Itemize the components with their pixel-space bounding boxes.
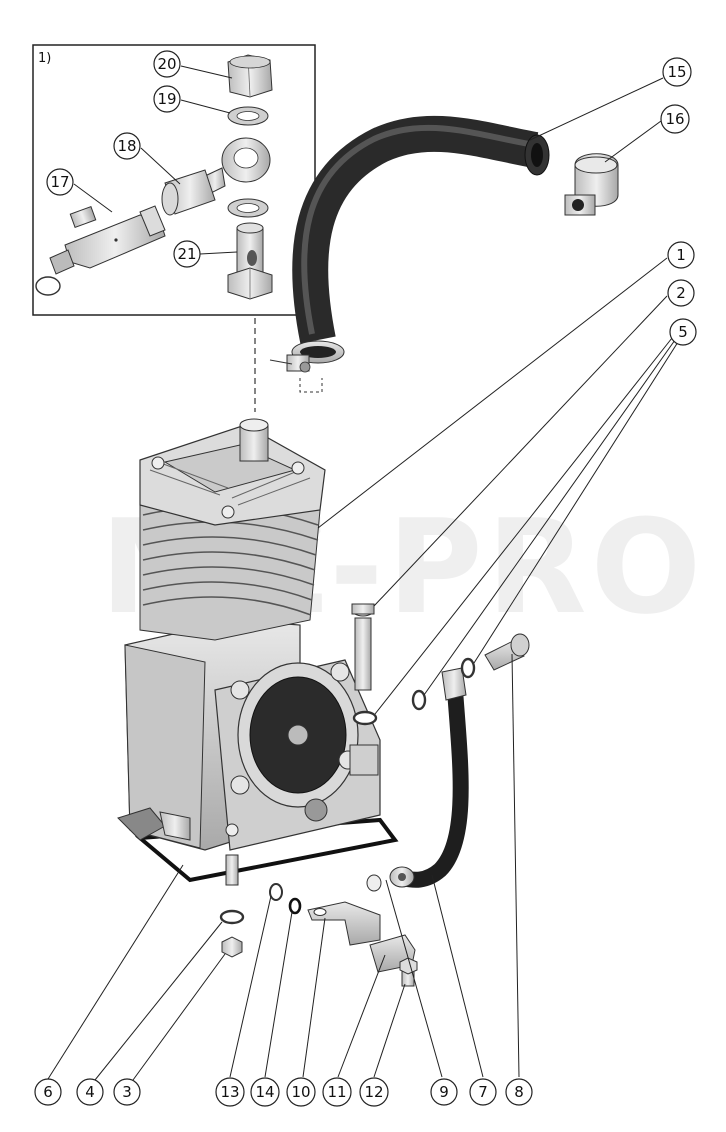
part-9-fitting bbox=[366, 866, 415, 892]
compressor-assembly bbox=[117, 418, 399, 886]
part-3-nut bbox=[221, 936, 243, 958]
svg-text:3: 3 bbox=[122, 1083, 132, 1101]
callout-13: 13 bbox=[215, 1077, 245, 1107]
part-19-lower-washer bbox=[227, 198, 269, 218]
callout-18: 18 bbox=[113, 132, 141, 160]
part-19-washer bbox=[227, 106, 269, 126]
callout-21: 21 bbox=[173, 240, 201, 268]
callout-8: 8 bbox=[505, 1078, 533, 1106]
part-17-valve bbox=[35, 205, 166, 296]
svg-text:14: 14 bbox=[255, 1083, 274, 1101]
callout-2: 2 bbox=[667, 279, 695, 307]
svg-text:15: 15 bbox=[667, 63, 686, 81]
svg-text:2: 2 bbox=[676, 284, 686, 302]
part-5-washer-left bbox=[352, 710, 378, 726]
callout-9: 9 bbox=[430, 1078, 458, 1106]
part-14-washer bbox=[288, 897, 302, 915]
part-8-banjo-bolt bbox=[484, 633, 530, 671]
svg-text:5: 5 bbox=[678, 323, 688, 341]
callout-10: 10 bbox=[286, 1077, 316, 1107]
part-15-hose bbox=[292, 115, 550, 344]
part-10-bracket bbox=[307, 901, 381, 946]
callout-3: 3 bbox=[113, 1078, 141, 1106]
callout-12: 12 bbox=[359, 1077, 389, 1107]
part-13-washer bbox=[269, 883, 283, 901]
leader-lines bbox=[47, 65, 679, 1081]
callout-19: 19 bbox=[153, 85, 181, 113]
svg-text:4: 4 bbox=[85, 1083, 95, 1101]
part-21-banjo-bolt bbox=[227, 222, 273, 300]
svg-text:10: 10 bbox=[291, 1083, 310, 1101]
callout-1: 1 bbox=[667, 241, 695, 269]
callout-11: 11 bbox=[322, 1077, 352, 1107]
svg-text:19: 19 bbox=[157, 90, 176, 108]
callout-17: 17 bbox=[46, 168, 74, 196]
svg-text:11: 11 bbox=[327, 1083, 346, 1101]
svg-text:9: 9 bbox=[439, 1083, 449, 1101]
svg-text:8: 8 bbox=[514, 1083, 524, 1101]
svg-text:7: 7 bbox=[478, 1083, 488, 1101]
part-16-clamp bbox=[564, 153, 619, 216]
callout-20: 20 bbox=[153, 50, 181, 78]
svg-text:20: 20 bbox=[157, 55, 176, 73]
svg-text:17: 17 bbox=[50, 173, 69, 191]
callout-6: 6 bbox=[34, 1078, 62, 1106]
part-20-hex-nut bbox=[227, 54, 273, 98]
callout-5: 5 bbox=[669, 318, 697, 346]
hose-clamp-lower bbox=[269, 340, 345, 393]
callout-7: 7 bbox=[469, 1078, 497, 1106]
part-4-washer bbox=[219, 909, 245, 925]
part-5-washers-right bbox=[411, 657, 476, 711]
svg-text:1: 1 bbox=[676, 246, 686, 264]
svg-text:21: 21 bbox=[177, 245, 196, 263]
svg-text:13: 13 bbox=[220, 1083, 239, 1101]
part-2-bolt bbox=[351, 603, 375, 691]
callout-15: 15 bbox=[662, 57, 692, 87]
callout-14: 14 bbox=[250, 1077, 280, 1107]
svg-text:12: 12 bbox=[364, 1083, 383, 1101]
svg-text:6: 6 bbox=[43, 1083, 53, 1101]
part-7-hose bbox=[398, 667, 469, 888]
inset-detail-box: 1) bbox=[32, 44, 316, 316]
svg-text:18: 18 bbox=[117, 137, 136, 155]
callout-16: 16 bbox=[660, 104, 690, 134]
part-18-banjo-fitting bbox=[161, 137, 271, 216]
svg-text:16: 16 bbox=[665, 110, 684, 128]
callout-4: 4 bbox=[76, 1078, 104, 1106]
inset-label: 1) bbox=[38, 51, 51, 66]
